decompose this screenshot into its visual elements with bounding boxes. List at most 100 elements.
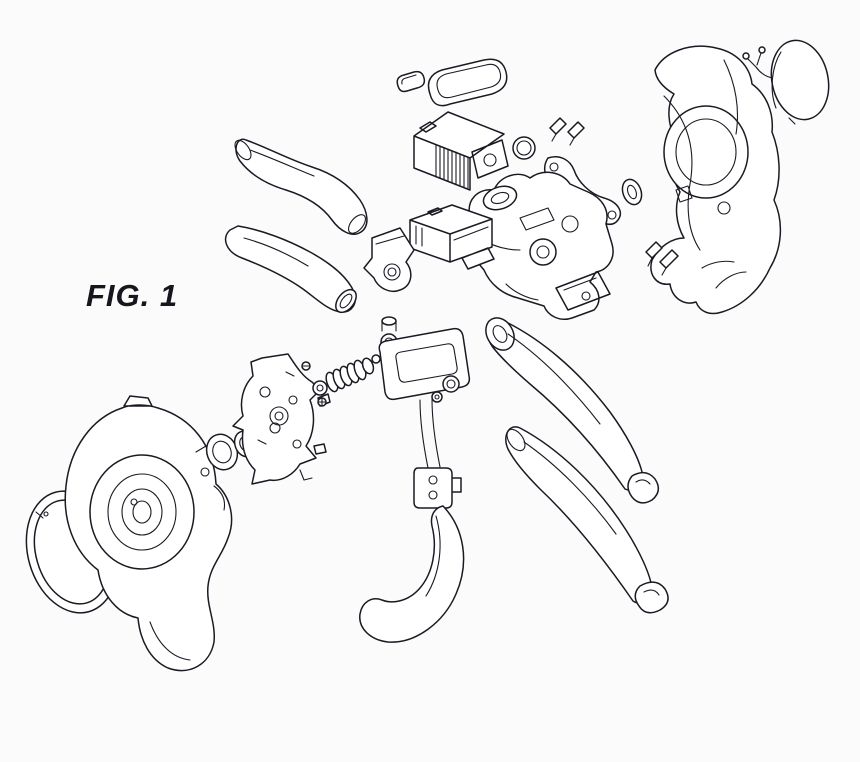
handle-tip-lower-body xyxy=(634,581,669,614)
wire-fork-lines xyxy=(747,52,774,79)
gasket-center-hole-inner xyxy=(274,411,284,421)
spring-washer xyxy=(312,380,328,396)
shell-left-speaker-ring xyxy=(107,473,177,551)
bracket-rivet-inner xyxy=(434,394,440,400)
wire-fork-terminal xyxy=(742,52,750,60)
o-ring-outer xyxy=(512,136,536,160)
bracket-nut xyxy=(442,375,460,393)
handle-lower xyxy=(505,426,653,605)
handle-tip-upper-body xyxy=(627,471,660,504)
component-box xyxy=(409,204,495,270)
chassis-boss xyxy=(561,215,579,233)
gasket-center-hole xyxy=(269,406,289,426)
component-box-details xyxy=(415,225,489,247)
handle-tip-lower-edge xyxy=(643,589,660,596)
shell-left-details xyxy=(149,445,226,661)
shell-left-speaker-ring xyxy=(121,488,163,536)
handle-upper-flowline xyxy=(507,333,601,425)
tube-lower-mouth-inner xyxy=(339,293,353,309)
washer-ring-outer xyxy=(621,178,643,206)
o-ring xyxy=(512,136,536,160)
bracket-arm xyxy=(419,398,441,469)
spring-bolt xyxy=(371,354,381,364)
end-cap-disc-edge xyxy=(771,51,796,125)
shell-right-bore xyxy=(663,105,749,199)
cushion-disc-inner xyxy=(212,440,232,464)
figure-label: FIG. 1 xyxy=(86,278,179,313)
shell-right-boss xyxy=(717,201,731,215)
chassis-assembly xyxy=(455,171,614,320)
gasket-hole xyxy=(288,395,298,405)
actuator-lever-pivot xyxy=(549,162,559,172)
tube-lower-body xyxy=(224,225,356,313)
gasket-plate xyxy=(232,353,331,485)
elbow-connector xyxy=(363,227,415,292)
tube-upper-end xyxy=(348,214,366,234)
handle-tip-lower xyxy=(634,581,669,614)
ear-hook-body xyxy=(359,505,465,643)
spring-end-cap xyxy=(361,357,375,375)
clip-pair-top xyxy=(549,117,585,146)
gasket-slots xyxy=(257,371,313,481)
connector-hole xyxy=(483,153,497,167)
spring-assembly xyxy=(301,354,381,407)
tube-lower-flowline xyxy=(243,237,309,267)
end-cap-disc xyxy=(770,39,830,125)
ear-hook-flowline xyxy=(425,515,441,597)
gasket-hole xyxy=(259,386,271,398)
shell-right xyxy=(650,45,782,315)
washer-ring-inner xyxy=(626,184,638,200)
arm-block-hole xyxy=(428,475,438,485)
gasket-hole xyxy=(292,439,302,449)
tube-lower xyxy=(224,225,357,314)
tube-upper-flowline xyxy=(249,149,315,177)
screw-cross xyxy=(318,398,326,406)
chassis-port xyxy=(482,185,518,211)
handle-tip-upper xyxy=(627,471,660,504)
actuator-lever-pivot xyxy=(607,210,617,220)
clip-pair-mid-stems xyxy=(647,257,667,276)
tube-upper-end xyxy=(234,139,252,161)
bracket-plate-slot xyxy=(395,343,458,383)
shell-right-bore-inner xyxy=(675,118,737,186)
spring-washer-inner xyxy=(316,384,324,392)
small-cap xyxy=(396,70,426,93)
handle-upper-body xyxy=(487,318,644,492)
pivot-bracket xyxy=(378,316,471,509)
chassis-details xyxy=(479,207,597,301)
shell-right-details xyxy=(663,59,747,289)
shell-left-speaker-rim xyxy=(89,454,195,570)
clip-pair-mid xyxy=(645,241,679,276)
handle-tip-upper-edge xyxy=(635,479,651,485)
tube-upper-body xyxy=(235,138,368,235)
chassis-hub-inner xyxy=(536,245,550,259)
trim-ring-dot xyxy=(43,511,49,517)
circuit-board-faces xyxy=(413,111,509,191)
shell-left-speaker-ring xyxy=(132,500,152,524)
o-ring-inner xyxy=(516,140,532,156)
chassis-hub xyxy=(529,238,557,266)
heatsink-fins xyxy=(435,144,469,189)
button-pad-outline xyxy=(427,58,508,107)
shell-left xyxy=(64,395,233,672)
clip-pair-top-bodies xyxy=(549,117,585,139)
button-pad-inner xyxy=(436,63,502,99)
handle-upper xyxy=(485,317,644,492)
shell-left-highlight xyxy=(130,498,138,506)
washer-ring xyxy=(621,178,643,206)
circuit-module xyxy=(413,111,509,191)
handle-lower-flowline xyxy=(523,441,617,535)
small-cap-outline xyxy=(396,70,426,93)
chassis-foot-hole xyxy=(581,291,591,301)
elbow-connector-hole xyxy=(383,263,401,281)
arm-block xyxy=(413,467,462,509)
handle-upper-eye-inner xyxy=(492,325,508,343)
clip-pair-mid-bodies xyxy=(645,241,679,269)
bracket-rivet xyxy=(431,391,443,403)
component-box-faces xyxy=(409,204,495,270)
clip-pair-top-stems xyxy=(551,133,575,146)
gasket-hole xyxy=(269,422,281,434)
small-cap-edge xyxy=(401,74,417,85)
